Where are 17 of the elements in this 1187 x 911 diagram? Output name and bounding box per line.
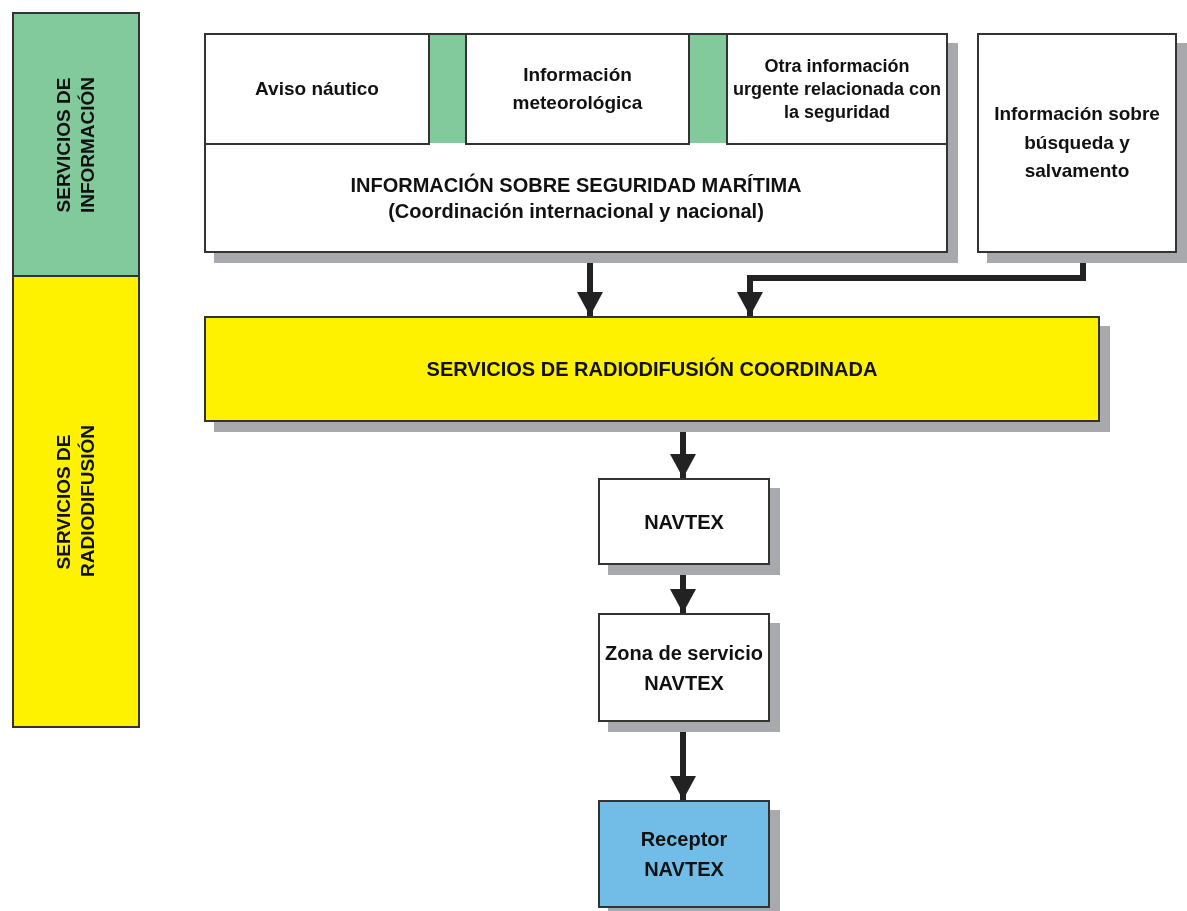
process-box [206,35,430,145]
band-label: SERVICIOS DE INFORMACIÓN [52,75,99,215]
box-text: (Coordinación internacional y nacional) [388,199,764,224]
process-box [465,35,690,145]
box-text: Otra información urgente relacionada con la seguridad [732,54,942,124]
box-text: INFORMACIÓN SOBRE SEGURIDAD MARÍTIMA [350,172,802,198]
band-label: SERVICIOS DE RADIODIFUSIÓN [52,426,99,577]
box-text: Información sobre búsqueda y salvamento [993,102,1161,184]
box-text: NAVTEX [644,509,724,535]
box-text: Zona de servicio NAVTEX [604,640,764,696]
process-box [726,35,946,145]
box-text: Aviso náutico [255,76,379,101]
box-text: SERVICIOS DE RADIODIFUSIÓN COORDINADA [426,356,878,382]
side-band [12,277,140,728]
box-text: Receptor NAVTEX [639,827,729,882]
box-text: Información meteorológica [511,62,644,115]
side-band [12,12,140,277]
